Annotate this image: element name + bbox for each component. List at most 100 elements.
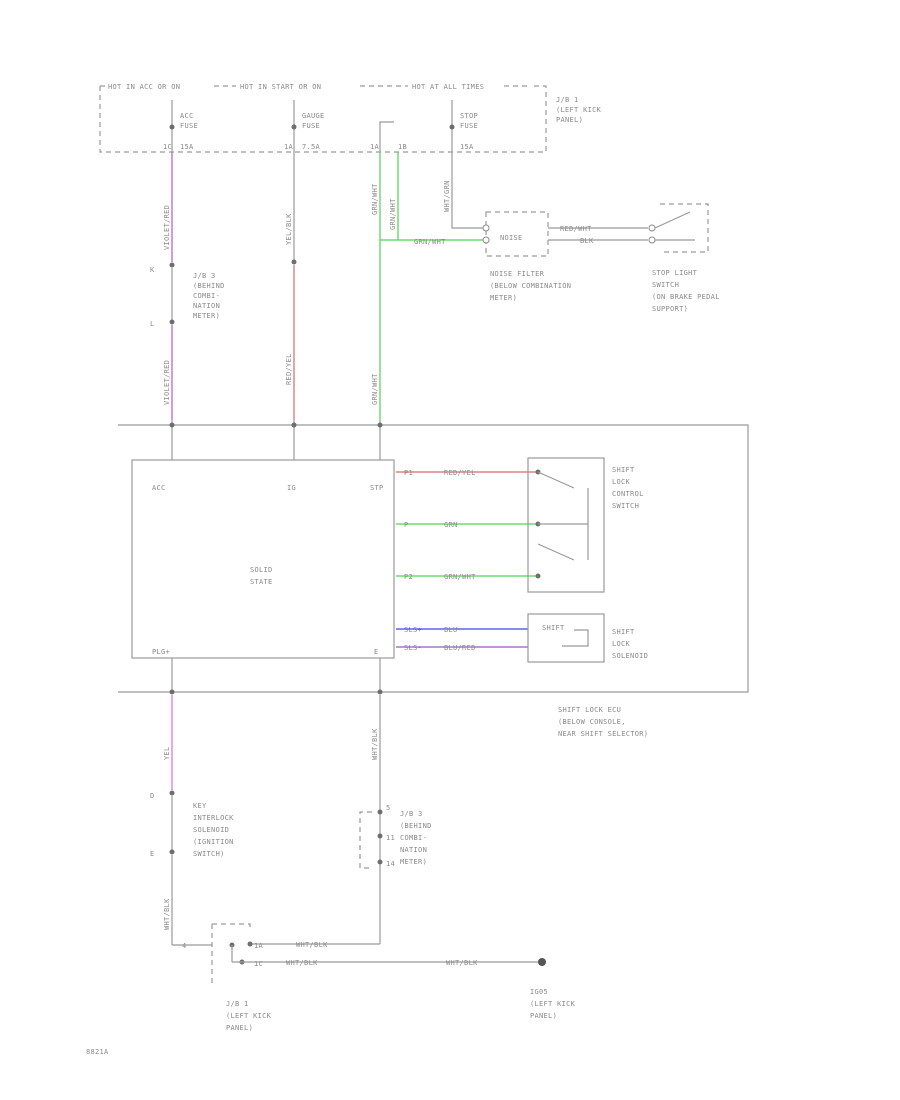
control-switch-label-3: CONTROL xyxy=(612,490,644,498)
conn-gauge-top: 1A xyxy=(284,143,294,151)
fuse-acc: ACC FUSE 15A xyxy=(169,100,198,152)
wire-stp-a-color: GRN/WHT xyxy=(371,183,379,215)
jb3-upper: J/B 3 (BEHIND COMBI- NATION METER) xyxy=(193,272,225,320)
header-hot-acc: HOT IN ACC OR ON xyxy=(108,83,180,91)
conn-acc-l: L xyxy=(150,320,155,328)
fuse-gauge-line2: FUSE xyxy=(302,122,320,130)
wire-stp-lower-color: GRN/WHT xyxy=(371,373,379,405)
conn-key-d: D xyxy=(150,792,155,800)
pin-sls-plus: SLS+ xyxy=(404,626,422,634)
wire-noise-color: GRN/WHT xyxy=(414,238,446,246)
noise-filter: NOISE RED/WHT BLK NOISE FILTER (BELOW CO… xyxy=(482,211,648,302)
wire-gauge-lower-color: RED/YEL xyxy=(285,353,293,385)
fuse-gauge-name: GAUGE xyxy=(302,112,325,120)
stop-switch-label-1: STOP LIGHT xyxy=(652,269,698,277)
wire-plg: YEL D E WHT/BLK xyxy=(150,658,212,946)
noise-filter-label-1: NOISE FILTER xyxy=(490,270,545,278)
jb3-lower: J/B 3 (BEHIND COMBI- NATION METER) xyxy=(400,810,432,866)
jb3-lower-line-2: (BEHIND xyxy=(400,822,432,830)
wire-switch-bottom-color: BLK xyxy=(580,237,594,245)
conn-gnd-14: 14 xyxy=(386,860,395,868)
key-interlock-label-5: SWITCH) xyxy=(193,850,225,858)
header-hot-always: HOT AT ALL TIMES xyxy=(412,83,484,91)
key-interlock-solenoid: KEY INTERLOCK SOLENOID (IGNITION SWITCH) xyxy=(193,802,234,858)
conn-acc-k: K xyxy=(150,266,155,274)
jb1-lower-label-2: (LEFT KICK xyxy=(226,1012,272,1020)
conn-acc-top: 1C xyxy=(163,143,172,151)
conn-jb1-bus-l: 1C xyxy=(254,960,263,968)
jb3-upper-line-3: COMBI- xyxy=(193,292,220,300)
wire-ground-h2-color: WHT/BLK xyxy=(286,959,318,967)
jb1-lower-label-3: PANEL) xyxy=(226,1024,253,1032)
fuse-stop-name: STOP xyxy=(460,112,478,120)
ecu-pin-ig: IG xyxy=(287,484,296,492)
ground-label-3: PANEL) xyxy=(530,1012,557,1020)
ecu-label-2: (BELOW CONSOLE, xyxy=(558,718,626,726)
ecu-title-1: SOLID xyxy=(250,566,273,574)
pin-p: P xyxy=(404,521,409,529)
wire-ground-e: WHT/BLK 5 11 14 WHT/BLK xyxy=(250,658,395,949)
wire-left-down-color: WHT/BLK xyxy=(163,898,171,930)
shift-lock-ecu: ACC IG STP SOLID STATE PLG+ E SHIFT LOCK… xyxy=(118,422,749,738)
jb1-top-label-2: (LEFT KICK xyxy=(556,106,602,114)
solenoid-label-1: SHIFT xyxy=(612,628,635,636)
noise-filter-label-2: (BELOW COMBINATION xyxy=(490,282,571,290)
stop-switch-label-4: SUPPORT) xyxy=(652,305,688,313)
fuse-stop-line2: FUSE xyxy=(460,122,478,130)
wire-acc-lower-color: VIOLET/RED xyxy=(163,360,171,405)
wire-stp-b-color: GRN/WHT xyxy=(389,198,397,230)
ecu-label-1: SHIFT LOCK ECU xyxy=(558,706,621,714)
wire-ground-down-color: WHT/BLK xyxy=(371,728,379,760)
pin-p1: P1 xyxy=(404,469,413,477)
ground-point: IG05 (LEFT KICK PANEL) xyxy=(530,958,575,1020)
noise-filter-label-3: METER) xyxy=(490,294,517,302)
key-interlock-label-4: (IGNITION xyxy=(193,838,234,846)
wire-plg-color: YEL xyxy=(163,746,171,760)
ecu-title-2: STATE xyxy=(250,578,273,586)
jb1-lower-label-1: J/B 1 xyxy=(226,1000,249,1008)
noise-filter-inner: NOISE xyxy=(500,234,523,242)
jb3-upper-line-5: METER) xyxy=(193,312,220,320)
jb3-upper-line-1: J/B 3 xyxy=(193,272,216,280)
jb3-upper-line-2: (BEHIND xyxy=(193,282,225,290)
stop-switch-label-2: SWITCH xyxy=(652,281,679,289)
control-switch-label-1: SHIFT xyxy=(612,466,635,474)
wire-sol-a-color: BLU xyxy=(444,626,458,634)
wire-p-color: GRN xyxy=(444,521,458,529)
wire-ground-h3-color: WHT/BLK xyxy=(446,959,478,967)
conn-jb1-bus-r: 1A xyxy=(254,942,264,950)
wire-gauge-upper-color: YEL/BLK xyxy=(285,213,293,245)
jb1-top-label-3: PANEL) xyxy=(556,116,583,124)
header-hot-start: HOT IN START OR ON xyxy=(240,83,321,91)
jb3-upper-line-4: NATION xyxy=(193,302,220,310)
jb3-lower-line-3: COMBI- xyxy=(400,834,427,842)
jb1-lower: 4 1A 1C WHT/BLK WHT/BLK J/B 1 (LEFT KICK… xyxy=(182,923,540,1032)
jb3-lower-line-5: METER) xyxy=(400,858,427,866)
conn-key-e: E xyxy=(150,850,155,858)
solenoid-inner: SHIFT xyxy=(542,624,565,632)
ecu-pin-plg: PLG+ xyxy=(152,648,170,656)
ecu-pin-stp: STP xyxy=(370,484,384,492)
wire-switch-top-color: RED/WHT xyxy=(560,225,592,233)
junction-block-top: HOT IN ACC OR ON HOT IN START OR ON HOT … xyxy=(99,83,602,153)
solenoid-label-3: SOLENOID xyxy=(612,652,648,660)
fuse-acc-line2: FUSE xyxy=(180,122,198,130)
ecu-pin-e: E xyxy=(374,648,379,656)
ecu-label-3: NEAR SHIFT SELECTOR) xyxy=(558,730,648,738)
conn-gnd-5: 5 xyxy=(386,804,391,812)
jb3-lower-line-4: NATION xyxy=(400,846,427,854)
jb3-lower-line-1: J/B 3 xyxy=(400,810,423,818)
shift-lock-solenoid: SHIFT SHIFT LOCK SOLENOID xyxy=(527,613,648,663)
solenoid-label-2: LOCK xyxy=(612,640,631,648)
pin-sls-minus: SLS- xyxy=(404,644,422,652)
conn-stop-top2: 1B xyxy=(398,143,407,151)
shift-lock-control-switch: SHIFT LOCK CONTROL SWITCH xyxy=(527,457,644,593)
fuse-stop: STOP FUSE 15A xyxy=(449,100,478,152)
control-switch-label-4: SWITCH xyxy=(612,502,639,510)
key-interlock-label-2: INTERLOCK xyxy=(193,814,234,822)
pin-p2: P2 xyxy=(404,573,413,581)
key-interlock-label-1: KEY xyxy=(193,802,207,810)
ecu-pin-acc: ACC xyxy=(152,484,166,492)
stop-light-switch: STOP LIGHT SWITCH (ON BRAKE PEDAL SUPPOR… xyxy=(648,203,719,313)
